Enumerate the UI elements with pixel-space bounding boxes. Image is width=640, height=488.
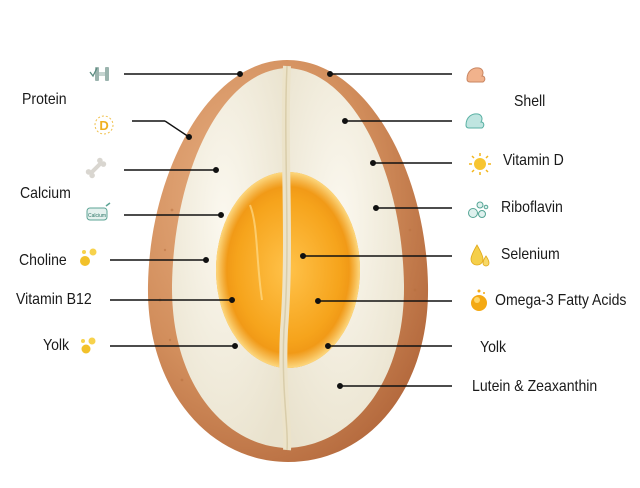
molecule-icon bbox=[81, 337, 96, 354]
flexed-arm-icon bbox=[466, 67, 486, 83]
yolk-highlight bbox=[249, 204, 263, 301]
bone-icon bbox=[85, 157, 107, 179]
bubbles-icon bbox=[468, 201, 489, 218]
label-calcium: Calcium bbox=[20, 185, 71, 202]
droplets-icon bbox=[470, 244, 490, 267]
molecule-icon bbox=[80, 248, 97, 266]
label-yolk-left: Yolk bbox=[43, 337, 70, 354]
sun-icon bbox=[469, 153, 491, 175]
oil-drop-icon bbox=[471, 289, 487, 311]
leader-lines bbox=[110, 70, 452, 390]
label-vitamin-d: Vitamin D bbox=[503, 152, 564, 169]
vitamin-d-icon: D bbox=[94, 115, 114, 135]
dumbbell-icon bbox=[89, 67, 109, 81]
label-vitamin-b12: Vitamin B12 bbox=[16, 291, 92, 308]
vitamin-d-letter: D bbox=[99, 118, 108, 133]
label-riboflavin: Riboflavin bbox=[501, 199, 563, 216]
label-protein: Protein bbox=[22, 91, 67, 108]
label-lutein-zeaxanthin: Lutein & Zeaxanthin bbox=[472, 378, 598, 395]
label-omega-3: Omega-3 Fatty Acids bbox=[495, 292, 627, 309]
flexed-arm-icon bbox=[465, 113, 485, 129]
label-yolk-right: Yolk bbox=[480, 339, 507, 356]
calcium-pill-text: Calcium bbox=[88, 213, 106, 219]
label-shell: Shell bbox=[514, 93, 546, 110]
label-selenium: Selenium bbox=[501, 246, 560, 263]
calcium-pill-icon: Calcium bbox=[86, 202, 111, 221]
label-choline: Choline bbox=[19, 252, 67, 269]
center-cut-edge bbox=[282, 65, 289, 451]
